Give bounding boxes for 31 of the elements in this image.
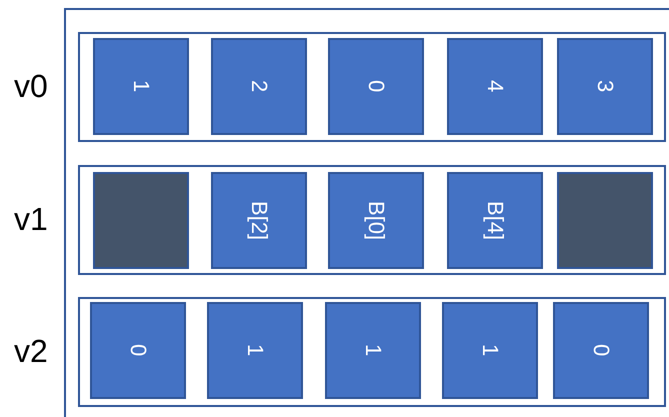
vector-label: v0 bbox=[14, 70, 48, 102]
element-cell bbox=[328, 38, 424, 135]
element-cell bbox=[325, 302, 421, 399]
element-cell bbox=[328, 172, 424, 269]
element-cell bbox=[211, 38, 307, 135]
cell-value: 0 bbox=[590, 344, 612, 357]
vector-label: v1 bbox=[14, 203, 48, 235]
empty-cell bbox=[93, 172, 189, 269]
cell-value: 1 bbox=[130, 80, 152, 93]
element-cell bbox=[447, 38, 543, 135]
element-cell bbox=[557, 38, 653, 135]
cell-value: B[4] bbox=[484, 200, 506, 240]
cell-value: B[0] bbox=[365, 200, 387, 240]
cell-value: 1 bbox=[362, 344, 384, 357]
cell-value: B[2] bbox=[248, 200, 270, 240]
element-cell bbox=[211, 172, 307, 269]
element-cell bbox=[447, 172, 543, 269]
element-cell bbox=[207, 302, 303, 399]
element-cell bbox=[442, 302, 538, 399]
vector-label: v2 bbox=[14, 335, 48, 367]
element-cell bbox=[553, 302, 649, 399]
cell-value: 1 bbox=[244, 344, 266, 357]
cell-value: 1 bbox=[479, 344, 501, 357]
cell-value: 2 bbox=[248, 80, 270, 93]
element-cell bbox=[93, 38, 189, 135]
empty-cell bbox=[557, 172, 653, 269]
cell-value: 3 bbox=[594, 80, 616, 93]
cell-value: 0 bbox=[365, 80, 387, 93]
element-cell bbox=[90, 302, 186, 399]
cell-value: 0 bbox=[127, 344, 149, 357]
cell-value: 4 bbox=[484, 80, 506, 93]
